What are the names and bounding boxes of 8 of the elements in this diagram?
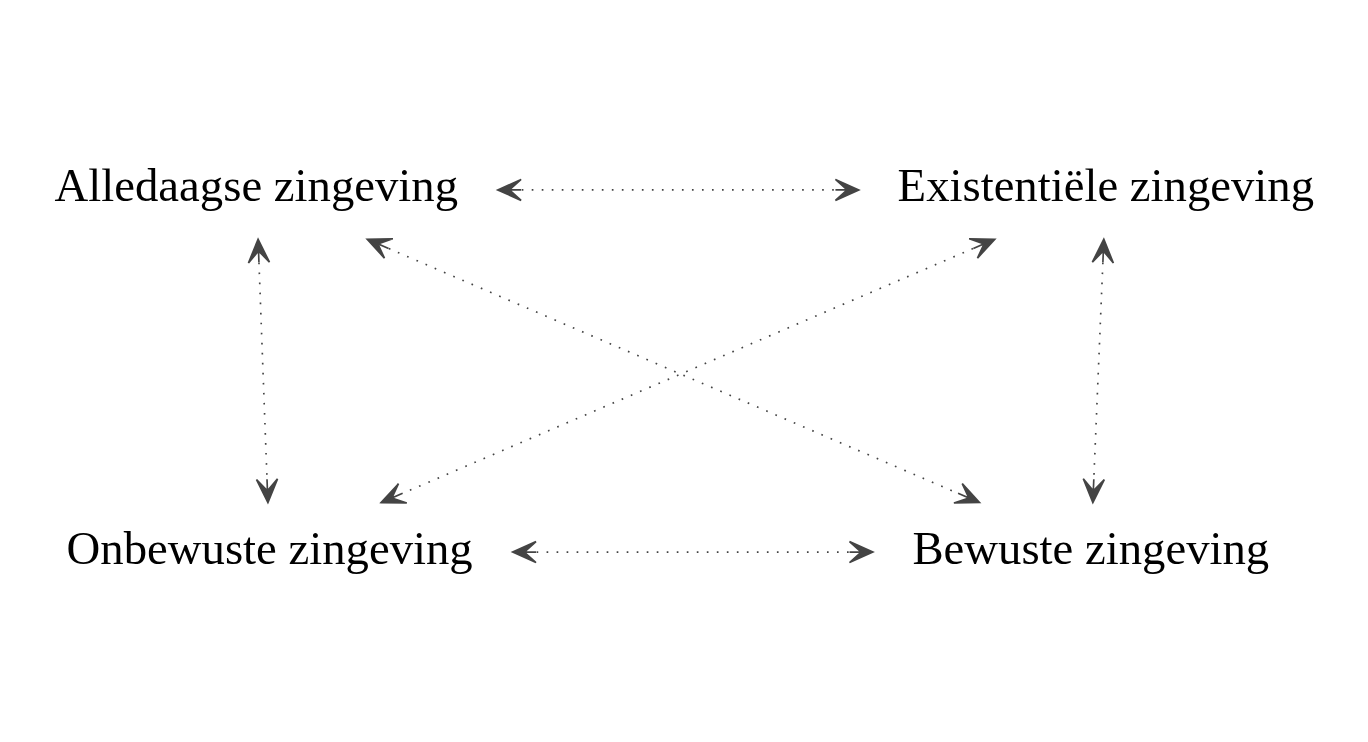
- node-text: Alledaagse zingeving: [54, 159, 459, 212]
- arrow: [496, 178, 860, 202]
- node-text: Bewuste zingeving: [912, 521, 1270, 574]
- arrow: [1082, 238, 1115, 504]
- node-text: Onbewuste zingeving: [66, 521, 473, 574]
- arrow: [511, 540, 874, 564]
- node-text: Existentiële zingeving: [897, 159, 1315, 212]
- arrow: [247, 238, 279, 504]
